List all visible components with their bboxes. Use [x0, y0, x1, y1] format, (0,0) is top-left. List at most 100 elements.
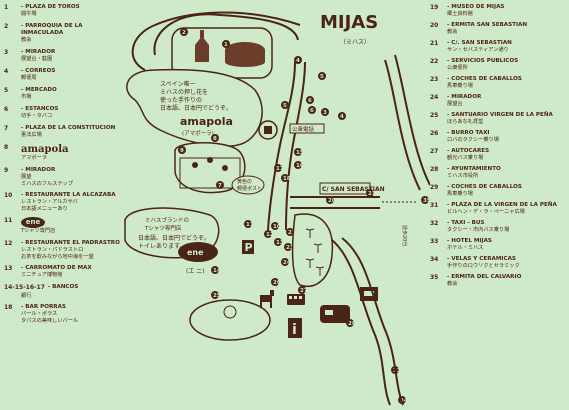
legend-number: 34 — [430, 256, 439, 263]
parking-icon — [242, 240, 254, 254]
legend-jp: ほらあな礼拝堂 — [447, 119, 484, 125]
legend-jp: 手作りのロウソクとセラミック — [447, 263, 520, 269]
svg-text:35: 35 — [423, 198, 430, 204]
svg-text:34: 34 — [400, 398, 408, 404]
legend-jp: 教会 — [447, 281, 458, 287]
legend-jp: 展望台 — [447, 101, 463, 107]
svg-text:9: 9 — [180, 148, 184, 154]
legend-title: - HOTEL MIJAS — [447, 238, 492, 244]
amapola-caption: スペイン唯一 — [160, 80, 196, 88]
svg-text:Tシャツ専門店: Tシャツ専門店 — [144, 224, 182, 232]
legend-title: - BURRO TAXI — [447, 130, 490, 136]
svg-text:日本語、日本円でどうぞ。: 日本語、日本円でどうぞ。 — [160, 104, 232, 112]
legend-number: 29 — [430, 184, 439, 191]
legend-title: - SANTUARIO VIRGEN DE LA PEÑA — [447, 112, 553, 118]
svg-text:24: 24 — [283, 260, 291, 266]
legend-title: - SERVICIOS PUBLICOS — [447, 58, 519, 64]
svg-text:（ミハス）: （ミハス） — [340, 39, 370, 46]
church-icon — [195, 30, 209, 62]
svg-text:6: 6 — [310, 108, 314, 114]
svg-text:10: 10 — [273, 224, 281, 230]
legend-title: - MUSEO DE MIJAS — [447, 4, 505, 10]
svg-text:1: 1 — [224, 42, 228, 48]
svg-text:16: 16 — [296, 163, 304, 169]
legend-number: 25 — [430, 112, 439, 119]
svg-text:2: 2 — [182, 30, 186, 36]
ene-logo: ene — [21, 217, 45, 228]
svg-text:ミハスブランドの: ミハスブランドの — [145, 216, 189, 224]
legend-title: - AYUNTAMIENTO — [447, 166, 501, 172]
legend-item: 14-15-16-17 - BANCOS — [4, 284, 79, 291]
svg-text:P: P — [245, 241, 253, 254]
palm-tree-icon — [305, 228, 325, 276]
svg-text:郵便ポスト: 郵便ポスト — [237, 185, 262, 192]
svg-text:日本語、日本円でどうぞ。: 日本語、日本円でどうぞ。 — [138, 234, 210, 242]
legend-number: 22 — [430, 58, 439, 65]
map-title: MIJAS — [320, 12, 378, 33]
svg-text:28: 28 — [348, 321, 356, 327]
svg-text:徒歩20分: 徒歩20分 — [401, 225, 408, 246]
bus-icon — [287, 294, 305, 305]
svg-text:7: 7 — [218, 183, 222, 189]
san-sebastian-street: C/ SAN SEBASTIAN — [322, 186, 385, 193]
legend-jp: 教会 — [447, 29, 458, 35]
legend-jp: サン・セバスティアン通り — [447, 47, 509, 53]
phone-icon — [258, 120, 278, 140]
svg-text:8: 8 — [213, 136, 217, 142]
svg-text:27: 27 — [300, 288, 308, 294]
legend-item: 銀行 — [21, 293, 32, 299]
legend-jp: ロバのタクシー乗り場 — [447, 137, 499, 143]
svg-text:14: 14 — [213, 268, 221, 274]
svg-text:6: 6 — [308, 98, 312, 104]
svg-text:12: 12 — [266, 232, 274, 238]
legend-number: 31 — [430, 202, 439, 209]
legend-number: 21 — [430, 40, 439, 47]
bullring-icon — [225, 42, 265, 67]
legend-jp: ホテル・ミハス — [447, 245, 484, 251]
svg-text:15: 15 — [296, 150, 304, 156]
svg-text:22: 22 — [288, 230, 296, 236]
legend-jp: ミハス市役所 — [447, 173, 479, 179]
legend-item: 11 ene Tシャツ専門店 — [4, 217, 56, 234]
svg-text:33: 33 — [393, 368, 401, 374]
caravan-icon — [320, 305, 350, 323]
legend-number: 35 — [430, 274, 439, 281]
legend-title: - AUTOCARES — [447, 148, 490, 154]
legend-number: 26 — [430, 130, 439, 137]
map-drawing: 2 1 3 スペイン唯一 ミハスの押し花を 使った手作りの 日本語、日本円でどう… — [124, 11, 430, 406]
legend-jp: 観光バス乗り場 — [447, 155, 484, 161]
svg-text:21: 21 — [368, 191, 376, 197]
legend-number: 33 — [430, 238, 439, 245]
legend-number: 23 — [430, 76, 439, 83]
legend-title: - ERMITA SAN SEBASTIAN — [447, 22, 528, 28]
legend-title: - COCHES DE CABALLOS — [447, 184, 522, 190]
svg-text:(アマポーラ): (アマポーラ) — [182, 130, 214, 137]
horse-icon — [260, 290, 274, 308]
legend-jp: ビルヘン・デ・ラ・ペーニャ広場 — [447, 209, 525, 215]
svg-text:ミハスの押し花を: ミハスの押し花を — [160, 88, 208, 96]
svg-text:i: i — [292, 322, 297, 338]
